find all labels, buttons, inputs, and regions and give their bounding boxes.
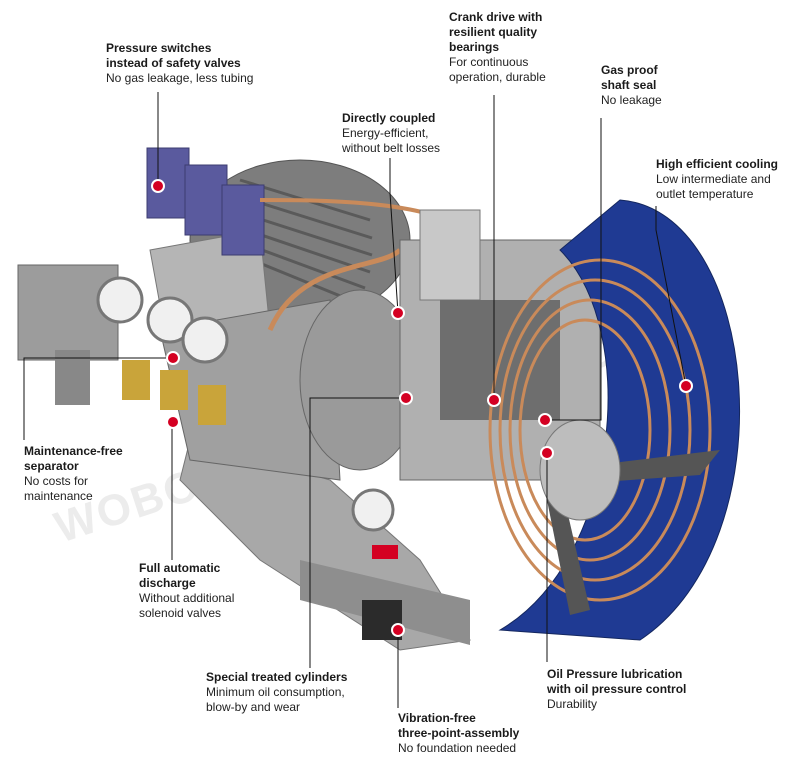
marker-oil-pressure — [540, 446, 554, 460]
marker-crank-drive — [487, 393, 501, 407]
cooling-coil — [488, 258, 712, 602]
callout-title: Directly coupled — [342, 111, 436, 125]
callout-maintenance-free: Maintenance-free separator No costs for … — [24, 444, 123, 504]
brass-valve-3 — [198, 385, 226, 425]
callout-desc: No leakage — [601, 93, 662, 107]
callout-vibration-free: Vibration-free three-point-assembly No f… — [398, 711, 519, 756]
fan-hub — [539, 419, 621, 521]
callout-full-automatic: Full automatic discharge Without additio… — [139, 561, 234, 621]
marker-directly-coupled — [391, 306, 405, 320]
marker-vibration — [391, 623, 405, 637]
marker-gas-proof — [538, 413, 552, 427]
separator-filter — [55, 350, 90, 405]
leader-lines — [23, 92, 687, 708]
pressure-switch-2 — [184, 164, 228, 236]
callout-directly-coupled: Directly coupled Energy-efficient, witho… — [342, 111, 440, 156]
callout-desc: For continuous operation, durable — [449, 55, 546, 84]
gauge-2 — [146, 296, 194, 344]
marker-cylinders — [399, 391, 413, 405]
callout-desc: Durability — [547, 697, 598, 711]
callout-desc: No gas leakage, less tubing — [106, 71, 254, 85]
callout-crank-drive: Crank drive with resilient quality beari… — [449, 10, 546, 85]
brass-valve-2 — [160, 370, 188, 410]
callout-title: Oil Pressure lubrication with oil pressu… — [547, 667, 687, 696]
callout-title: Special treated cylinders — [206, 670, 348, 684]
callout-special-treated: Special treated cylinders Minimum oil co… — [206, 670, 347, 715]
pressure-switch-3 — [221, 184, 265, 256]
callout-markers — [151, 179, 693, 637]
fan-blade-2 — [545, 480, 590, 615]
marker-pressure-switches — [151, 179, 165, 193]
brass-valve-1 — [122, 360, 150, 400]
marker-separator — [166, 351, 180, 365]
gauge-4 — [351, 488, 395, 532]
callout-title: Gas proof shaft seal — [601, 63, 658, 92]
callout-title: Crank drive with resilient quality beari… — [449, 10, 543, 54]
gauge-3 — [181, 316, 229, 364]
discharge-valve — [372, 545, 398, 559]
callout-pressure-switches: Pressure switches instead of safety valv… — [106, 41, 253, 86]
callout-gas-proof: Gas proof shaft seal No leakage — [601, 63, 662, 108]
cylinder-head — [419, 209, 481, 301]
callout-title: Maintenance-free separator — [24, 444, 123, 473]
callout-high-efficient-cooling: High efficient cooling Low intermediate … — [656, 157, 778, 202]
gauge-1 — [96, 276, 144, 324]
marker-cooling — [679, 379, 693, 393]
callout-desc: Without additional solenoid valves — [139, 591, 235, 620]
callout-oil-pressure: Oil Pressure lubrication with oil pressu… — [547, 667, 686, 712]
callout-title: Vibration-free three-point-assembly — [398, 711, 520, 740]
callout-desc: Energy-efficient, without belt losses — [342, 126, 441, 155]
callout-title: Full automatic discharge — [139, 561, 221, 590]
callout-title: Pressure switches instead of safety valv… — [106, 41, 241, 70]
copper-tube-1 — [267, 248, 402, 331]
callout-desc: Low intermediate and outlet temperature — [656, 172, 771, 201]
callout-desc: No foundation needed — [398, 741, 517, 755]
marker-discharge — [166, 415, 180, 429]
callout-title: High efficient cooling — [656, 157, 778, 171]
callout-desc: No costs for maintenance — [24, 474, 93, 503]
callout-desc: Minimum oil consumption, blow-by and wea… — [206, 685, 345, 714]
